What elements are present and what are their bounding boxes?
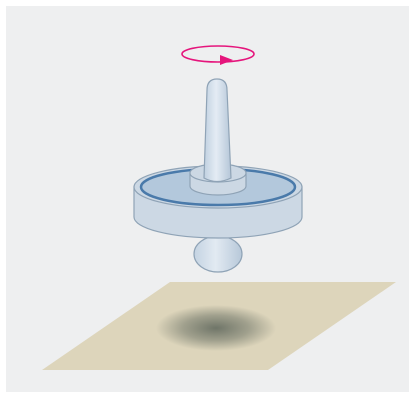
spinning-top-illustration: [6, 6, 409, 392]
top-tip: [194, 236, 242, 272]
illustration-panel: [6, 6, 409, 392]
top-stem: [204, 79, 231, 182]
shadow-on-surface: [156, 305, 276, 351]
